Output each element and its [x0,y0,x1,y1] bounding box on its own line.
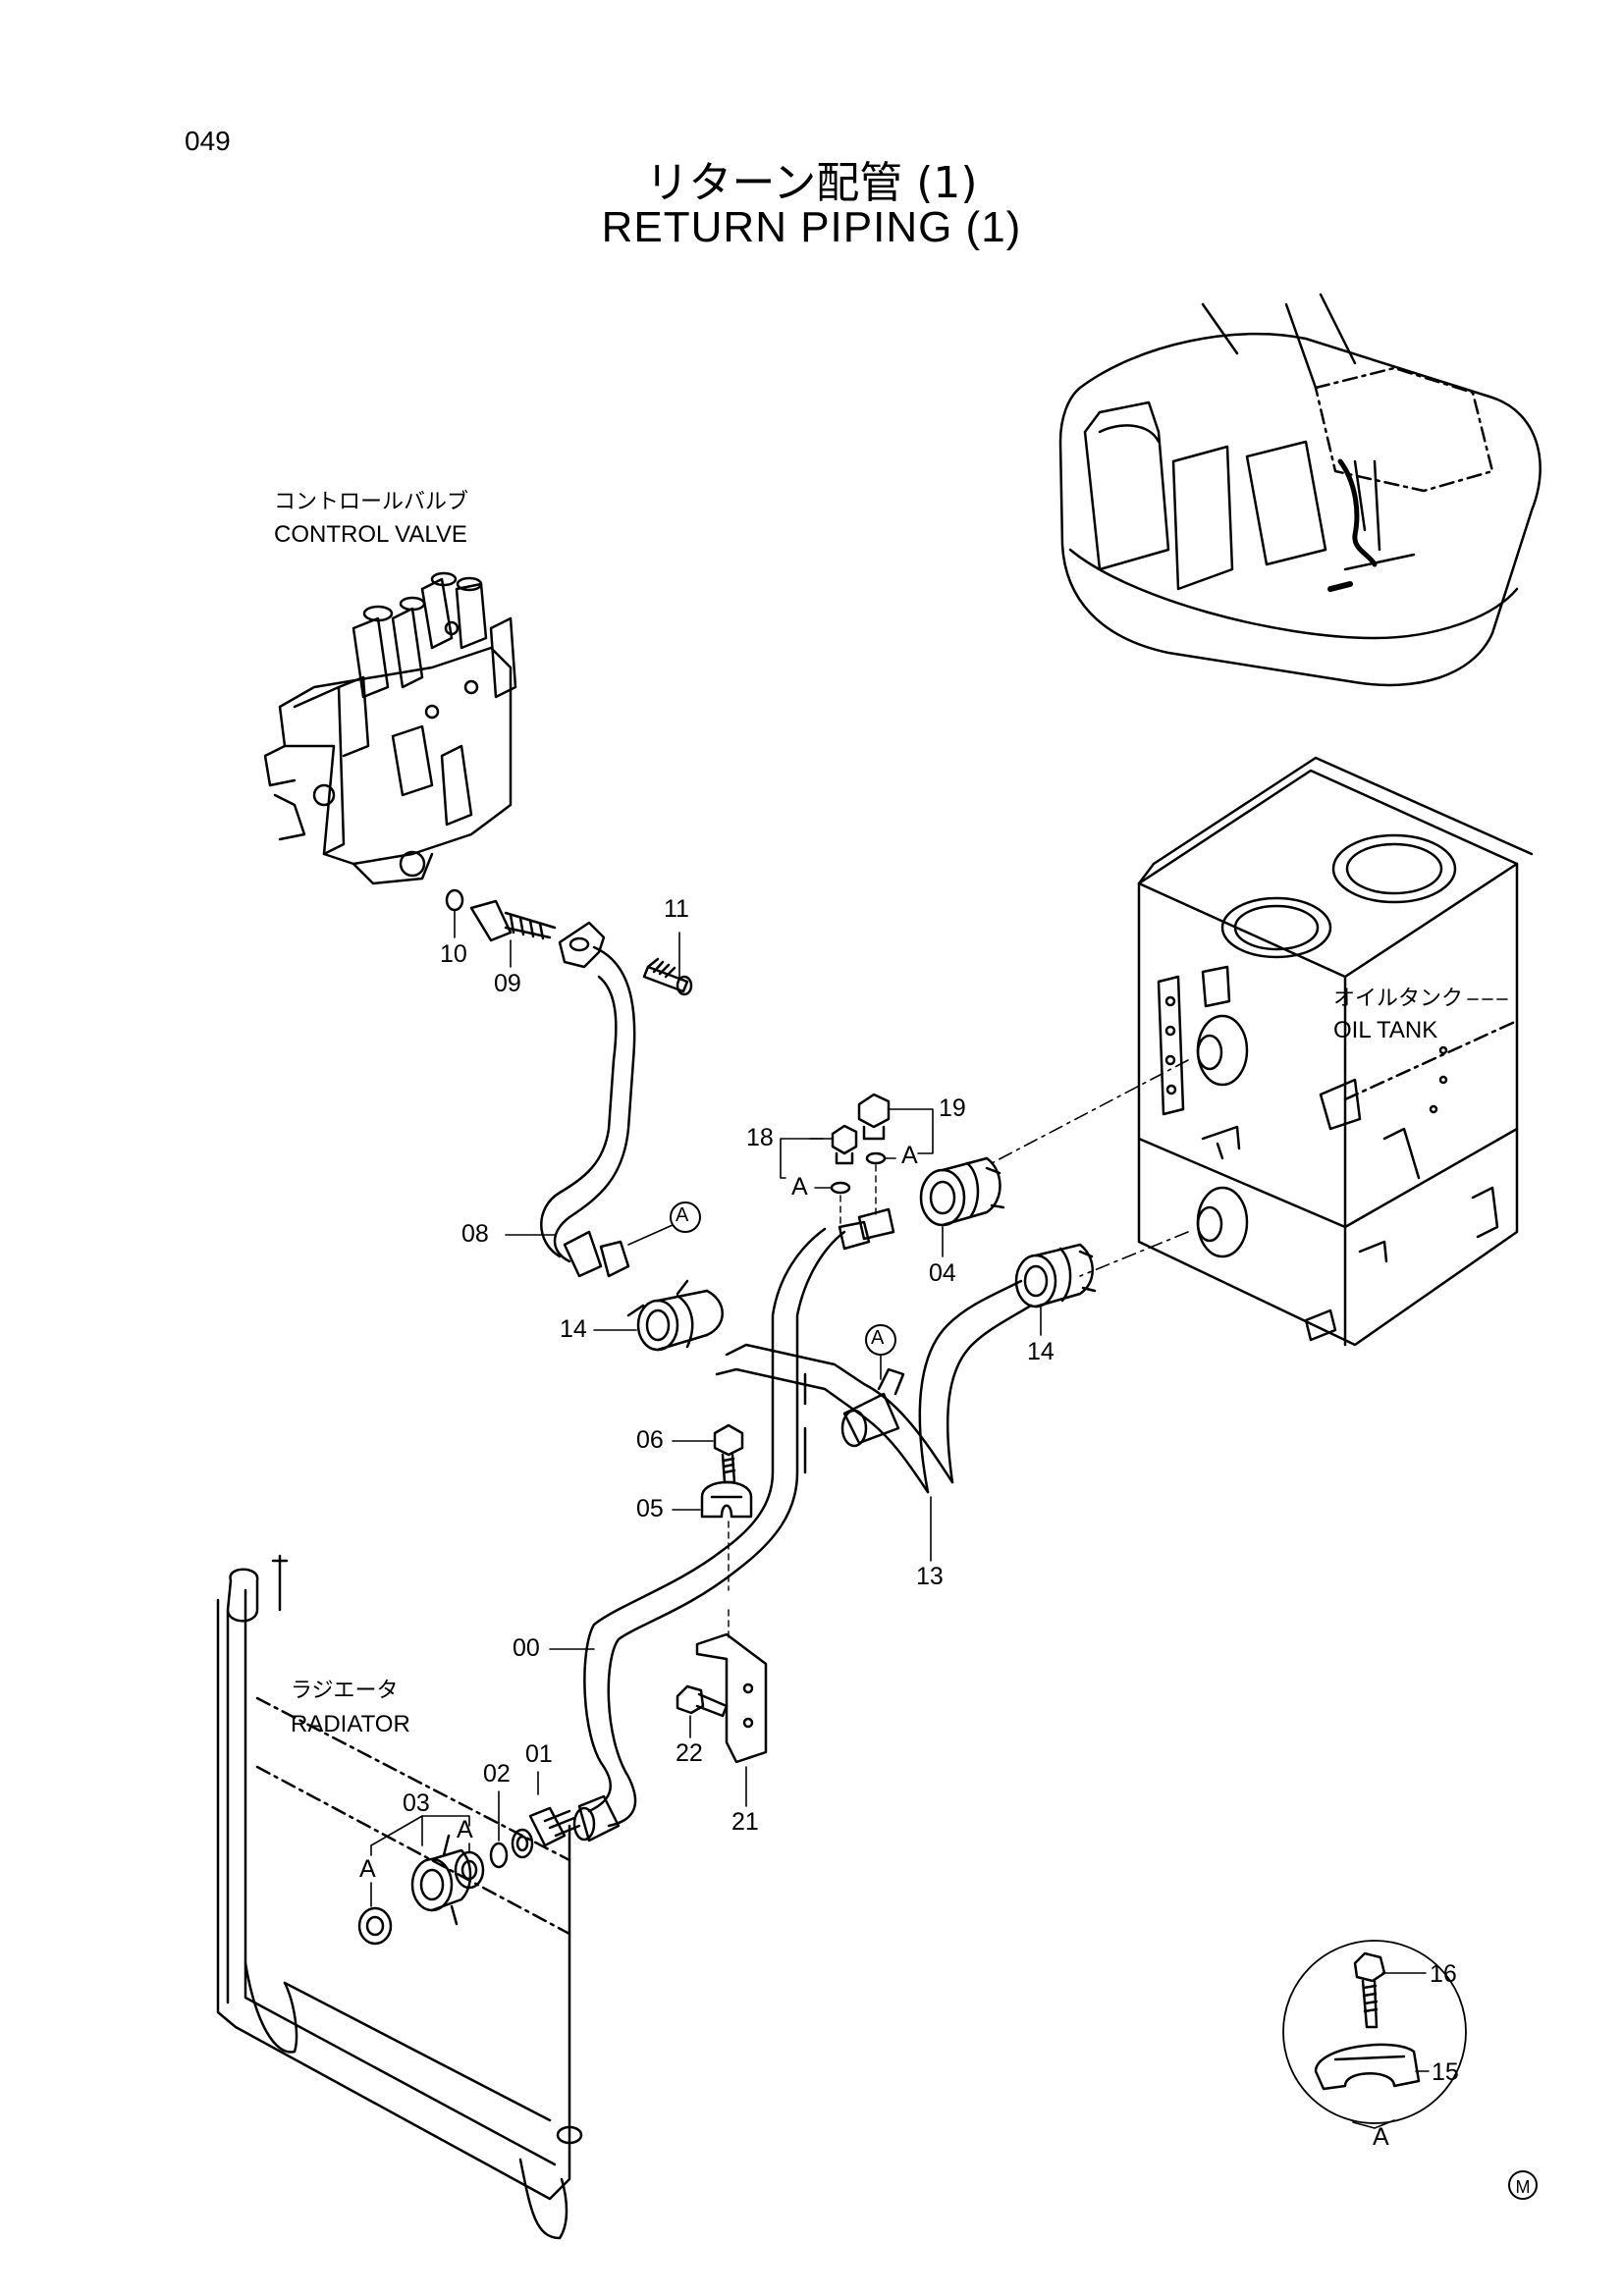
part-label-06: 06 [636,1426,664,1454]
corner-mark: M [1508,2170,1538,2200]
plug-18 [831,1124,858,1165]
part-label-14-left: 14 [560,1315,587,1343]
control-valve-label-en: CONTROL VALVE [274,521,467,548]
ref-a-13: A [871,1327,885,1349]
part-label-15: 15 [1432,2058,1459,2086]
pipe-00 [572,1207,895,1842]
washer-03b [357,1906,393,1946]
part-label-16: 16 [1430,1960,1457,1988]
part-label-10: 10 [440,940,467,968]
page-title-jp: リターン配管 (1) [645,158,978,208]
part-label-08: 08 [461,1220,489,1248]
tube-13 [715,1279,1033,1494]
oil-tank-drawing [1137,756,1534,1347]
part-label-01: 01 [525,1740,553,1768]
o-ring-18 [830,1181,851,1195]
pipe-08 [540,921,636,1278]
plug-19 [857,1093,891,1141]
clamp-14-right [1014,1243,1097,1308]
clamp-03 [410,1834,472,1926]
part-label-18: 18 [746,1124,774,1151]
page-number: 049 [185,126,231,156]
detail-a-label: A [1373,2123,1389,2151]
part-label-13: 13 [916,1563,944,1590]
detail-a-drawing [1282,1940,1467,2129]
connect-line-04 [991,1059,1189,1164]
part-label-05: 05 [636,1495,664,1522]
radiator-label-en: RADIATOR [291,1711,410,1737]
part-label-22: 22 [676,1739,703,1767]
part-label-04: 04 [929,1259,956,1287]
part-label-03: 03 [403,1789,430,1817]
bracket-21 [695,1632,768,1764]
control-valve-label-jp: コントロールバルブ [274,490,469,514]
radiator-label-jp: ラジエータ [291,1679,399,1703]
ref-a-03-right: A [457,1816,473,1843]
ref-a-18: A [791,1173,808,1201]
part-label-09: 09 [494,970,521,997]
o-ring-10 [445,888,464,912]
connect-line-14 [1079,1231,1189,1277]
fitting-01 [528,1806,581,1847]
o-ring-19 [865,1151,887,1165]
oil-tank-label-jp: オイルタンク [1333,987,1464,1011]
ref-a-03-left: A [359,1855,376,1883]
part-label-00: 00 [513,1634,540,1662]
part-label-19: 19 [939,1095,966,1122]
ref-a-19: A [901,1142,918,1169]
radiator-drawing [216,1554,583,2240]
part-label-21: 21 [731,1808,759,1836]
page-title-en: RETURN PIPING (1) [601,203,1022,251]
bolt-11 [642,957,693,996]
o-ring-02 [489,1842,509,1869]
bolt-22 [676,1684,729,1718]
clamp-14-left [626,1279,724,1352]
ref-circle-08 [670,1201,701,1233]
part-label-11: 11 [664,895,689,923]
part-label-14-right: 14 [1027,1338,1055,1365]
oil-tank-label-en: OIL TANK [1333,1017,1438,1043]
clamp-05 [700,1480,753,1519]
fitting-09 [469,899,557,942]
bolt-06 [713,1423,744,1484]
clamp-04 [919,1156,1005,1227]
excavator-overview [1058,293,1542,687]
control-valve-drawing [263,571,517,885]
part-label-02: 02 [483,1760,511,1788]
washer-02 [511,1828,534,1859]
ref-a-08: A [676,1204,689,1226]
